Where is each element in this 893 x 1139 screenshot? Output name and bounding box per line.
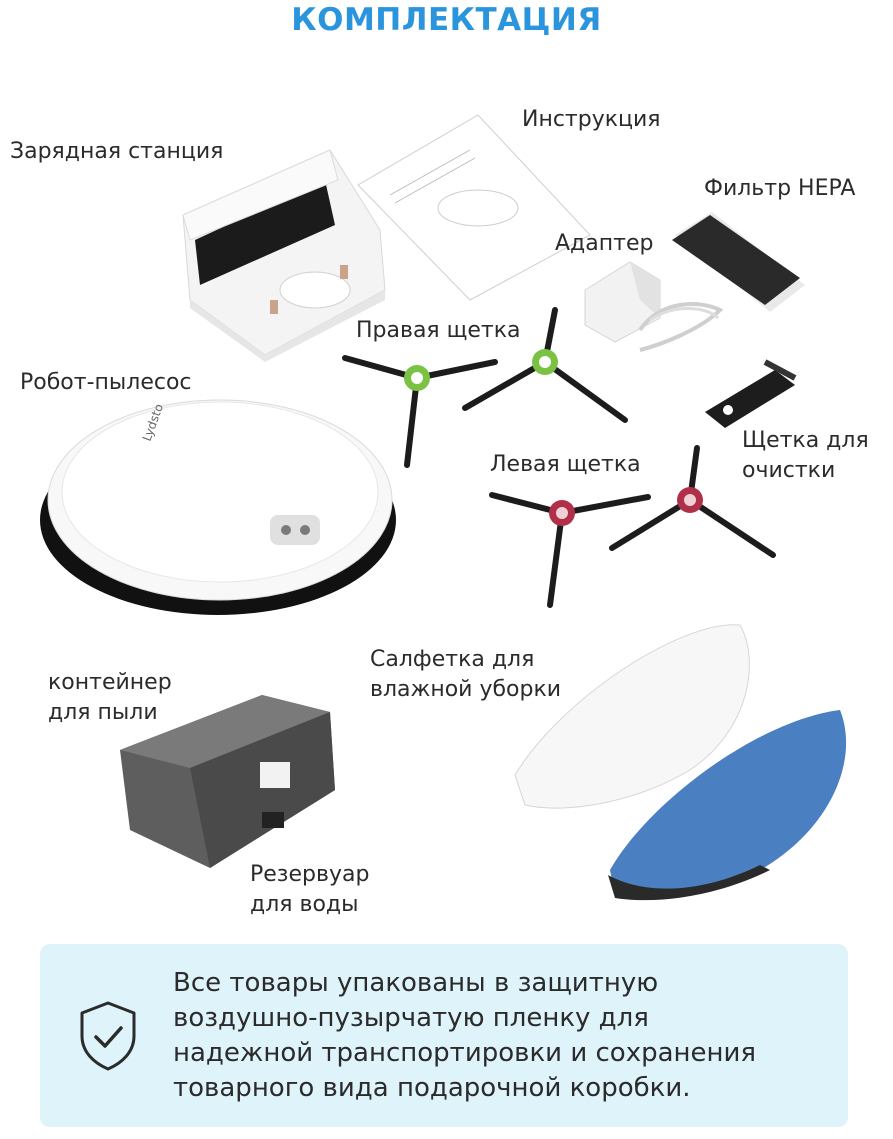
note-line-2: воздушно-пузырчатую пленку для (173, 1003, 649, 1033)
note-line-4: товарного вида подарочной коробки. (173, 1073, 691, 1103)
packaging-note-box (40, 944, 848, 1127)
shield-check-icon (80, 1001, 136, 1071)
dust-container-image (120, 695, 335, 868)
manual-image (357, 114, 591, 301)
mop-label-line1: Салфетка для (370, 647, 535, 672)
page-title: КОМПЛЕКТАЦИЯ (291, 2, 602, 38)
product-illustration: Lydsto (40, 114, 847, 901)
mop-pads-image (514, 624, 847, 901)
adapter-image (584, 261, 724, 352)
right-brush-image (342, 307, 628, 468)
cleaning-brush-label-line2: очистки (742, 458, 836, 483)
water-tank-label-line2: для воды (250, 892, 359, 917)
manual-label: Инструкция (522, 107, 661, 132)
charging-station-label: Зарядная станция (10, 139, 224, 164)
robot-label: Робот-пылесос (20, 370, 192, 395)
dust-container-label-line1: контейнер (48, 670, 172, 695)
left-brush-image (489, 445, 776, 608)
cleaning-brush-label-line1: Щетка для (742, 428, 869, 453)
note-line-3: надежной транспортировки и сохранения (173, 1038, 757, 1068)
hepa-filter-image (672, 212, 805, 312)
robot-vacuum-image: Lydsto (40, 399, 396, 615)
cleaning-brush-tool-image (705, 359, 797, 428)
water-tank-label-line1: Резервуар (250, 862, 370, 887)
charging-station-image (182, 149, 386, 362)
left-brush-label: Левая щетка (490, 452, 641, 477)
mop-label-line2: влажной уборки (370, 677, 562, 702)
hepa-filter-label: Фильтр HEPA (704, 176, 856, 201)
note-line-1: Все товары упакованы в защитную (173, 968, 659, 998)
packaging-note-text: Все товары упакованы в защитную воздушно… (173, 966, 843, 1106)
right-brush-label: Правая щетка (356, 318, 521, 343)
dust-container-label-line2: для пыли (48, 700, 158, 725)
adapter-label: Адаптер (555, 231, 654, 256)
